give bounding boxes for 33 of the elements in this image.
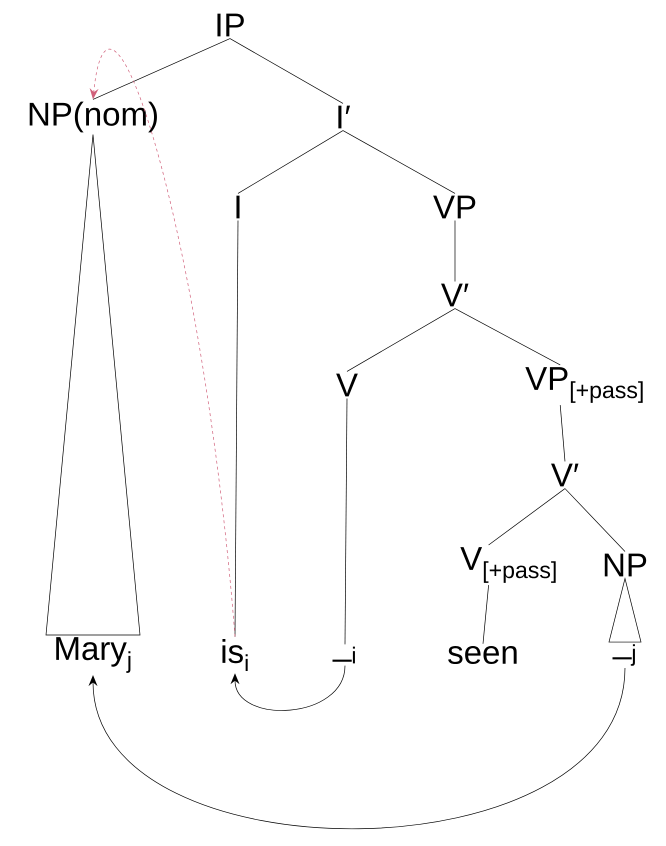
movement-arrow	[88, 668, 626, 830]
category-label: I	[236, 196, 240, 218]
word-label: Mary$_{j}$	[56, 637, 130, 673]
branch-line	[454, 220, 456, 282]
word-label: is$_{i}$	[222, 638, 248, 672]
word-label: _$_{i}$	[332, 646, 355, 664]
category-label: NP	[604, 554, 646, 576]
branch-line	[344, 398, 348, 645]
branch-line	[342, 130, 456, 194]
category-label: V′	[441, 284, 468, 306]
category-label: VP	[433, 196, 476, 218]
category-label: V$_{[+pass]}$	[460, 547, 556, 583]
category-label: I′	[338, 106, 350, 128]
branch-line	[234, 220, 238, 638]
category-label: IP	[217, 14, 244, 36]
category-label: V′	[551, 464, 578, 486]
branch-line	[230, 38, 344, 104]
category-label: VP$_{[+pass]}$	[525, 367, 643, 403]
branch-line	[482, 584, 489, 644]
branch-line	[488, 488, 566, 546]
branch-line	[560, 404, 566, 462]
branch-line	[454, 308, 561, 366]
branch-line	[346, 308, 456, 372]
word-label: seen	[448, 646, 517, 664]
triangle-roof	[46, 134, 140, 636]
movement-arrow	[230, 665, 346, 711]
branch-line	[92, 38, 230, 100]
word-label: _$_{j}$	[612, 644, 635, 666]
branch-line	[238, 130, 344, 194]
category-label: V	[336, 374, 358, 396]
movement-arrow	[90, 49, 236, 638]
branch-line	[564, 488, 626, 552]
category-label: NP(nom)	[30, 102, 157, 132]
